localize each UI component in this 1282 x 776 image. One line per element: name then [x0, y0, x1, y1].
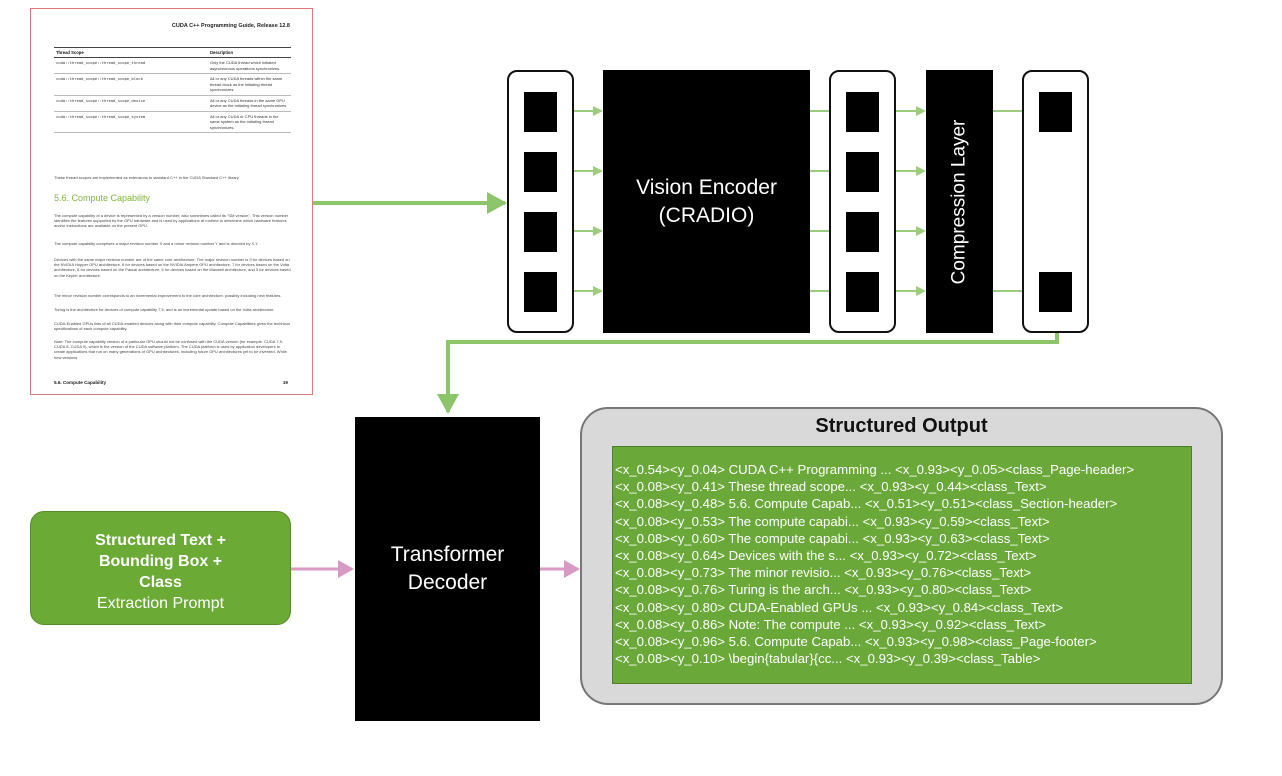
structured-output-title: Structured Output	[815, 415, 988, 437]
structured-output-panel: Structured Output <x_0.54><y_0.04> CUDA …	[580, 407, 1223, 705]
compression-layer-block: Compression Layer	[926, 70, 993, 333]
table-cell: All or any CUDA threads within the same …	[208, 73, 291, 96]
vision-encoder-label: Vision Encoder	[636, 175, 777, 199]
table-cell: cuda::thread_scope::thread_scope_block	[54, 73, 208, 96]
table-row: cuda::thread_scope::thread_scope_system …	[54, 111, 291, 133]
output-line: <x_0.08><y_0.80> CUDA-Enabled GPUs ... <…	[615, 599, 1063, 615]
structured-output-content: <x_0.54><y_0.04> CUDA C++ Programming ..…	[612, 446, 1192, 684]
token-block	[524, 92, 557, 132]
document-paragraph: CUDA-Enabled GPUs lists of all CUDA-enab…	[54, 321, 290, 332]
prompt-line: Class	[139, 574, 182, 591]
output-line: <x_0.08><y_0.60> The compute capabi... <…	[615, 530, 1050, 546]
table-row: cuda::thread_scope::thread_scope_block A…	[54, 73, 291, 96]
prompt-line: Extraction Prompt	[96, 595, 225, 612]
transformer-decoder-sublabel: Decoder	[407, 571, 488, 594]
input-token-column	[507, 70, 574, 333]
document-paragraph: Devices with the same major revision num…	[54, 257, 291, 278]
document-note: Note: The compute capability version of …	[54, 339, 287, 360]
table-cell: cuda::thread_scope::thread_scope_system	[54, 111, 208, 133]
encoded-token-column	[829, 70, 896, 333]
table-cell: cuda::thread_scope::thread_scope_device	[54, 95, 208, 112]
document-paragraph: The compute capability of a device is re…	[54, 213, 289, 229]
token-block	[1039, 272, 1072, 312]
output-line: <x_0.08><y_0.76> Turing is the arch... <…	[615, 582, 1032, 598]
table-cell: All or any CUDA threads in the same GPU …	[208, 95, 291, 112]
transformer-decoder-block: Transformer Decoder	[355, 417, 540, 721]
document-paragraph: The compute capability comprises a major…	[54, 241, 259, 246]
token-block	[524, 272, 557, 312]
document-footer-page: 19	[282, 380, 288, 385]
table-header-description: Description	[208, 47, 291, 58]
table-cell: Only the CUDA thread which initiated asy…	[208, 57, 291, 74]
document-header: CUDA C++ Programming Guide, Release 12.8	[171, 23, 290, 29]
document-paragraph: The minor revision number corresponds to…	[54, 293, 282, 298]
output-line: <x_0.08><y_0.41> These thread scope... <…	[615, 479, 1047, 495]
compression-to-decoder-arrow	[437, 333, 1059, 414]
output-line: <x_0.54><y_0.04> CUDA C++ Programming ..…	[615, 462, 1135, 477]
document-footer-left: 5.6. Compute Capability	[54, 380, 107, 385]
table-cell: cuda::thread_scope::thread_scope_thread	[54, 57, 208, 74]
document-section-title: 5.6. Compute Capability	[54, 193, 151, 203]
document-page-image: CUDA C++ Programming Guide, Release 12.8…	[30, 8, 313, 395]
vision-encoder-block: Vision Encoder (CRADIO)	[603, 70, 810, 333]
table-cell: All or any CUDA or CPU threads in the sa…	[208, 111, 291, 133]
extraction-prompt-box: Structured Text + Bounding Box + Class E…	[30, 511, 291, 625]
token-block	[846, 152, 879, 192]
table-row: cuda::thread_scope::thread_scope_thread …	[54, 57, 291, 74]
table-row: cuda::thread_scope::thread_scope_device …	[54, 95, 291, 112]
compression-layer-label: Compression Layer	[948, 119, 970, 284]
output-line: <x_0.08><y_0.73> The minor revisio... <x…	[615, 565, 1032, 581]
token-block	[846, 212, 879, 252]
prompt-line: Structured Text +	[95, 532, 226, 549]
output-line: <x_0.08><y_0.53> The compute capabi... <…	[615, 513, 1050, 529]
document-paragraph: Turing is the architecture for devices o…	[54, 307, 275, 312]
token-block	[846, 272, 879, 312]
output-line: <x_0.08><y_0.10> \begin{tabular}{cc... <…	[615, 651, 1041, 667]
thread-scope-table: Thread Scope Description cuda::thread_sc…	[54, 47, 291, 133]
token-block	[524, 212, 557, 252]
document-footer: 5.6. Compute Capability 19	[54, 380, 288, 385]
output-line: <x_0.08><y_0.96> 5.6. Compute Capab... <…	[615, 634, 1097, 650]
output-line: <x_0.08><y_0.48> 5.6. Compute Capab... <…	[615, 496, 1118, 512]
output-line: <x_0.08><y_0.64> Devices with the s... <…	[615, 548, 1037, 564]
document-paragraph: These thread scopes are implemented as e…	[54, 175, 240, 180]
vision-encoder-sublabel: (CRADIO)	[658, 203, 755, 227]
prompt-line: Bounding Box +	[98, 553, 223, 570]
token-block	[1039, 92, 1072, 132]
compressed-token-column	[1022, 70, 1089, 333]
output-line: <x_0.08><y_0.86> Note: The compute ... <…	[615, 616, 1046, 632]
token-block	[846, 92, 879, 132]
transformer-decoder-label: Transformer	[390, 543, 505, 566]
token-block	[524, 152, 557, 192]
table-header-thread-scope: Thread Scope	[54, 47, 208, 58]
